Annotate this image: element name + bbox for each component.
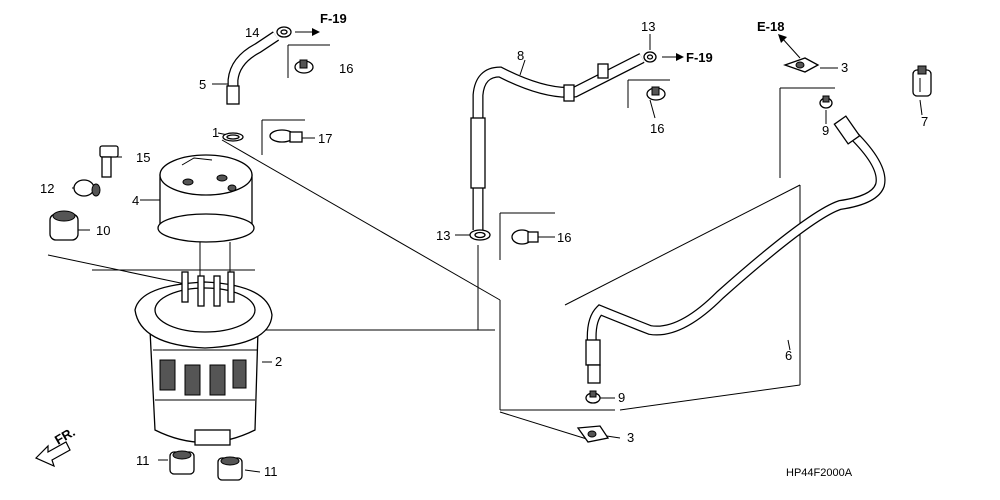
label-part-16-c: 16 xyxy=(557,230,571,245)
label-part-4: 4 xyxy=(132,193,139,208)
grommet-7 xyxy=(912,65,932,97)
label-part-6: 6 xyxy=(785,348,792,363)
label-part-14: 14 xyxy=(245,25,259,40)
o-ring-13-b xyxy=(469,229,491,241)
front-direction-arrow xyxy=(34,441,71,468)
label-part-16-a: 16 xyxy=(339,61,353,76)
hose-clip-13-a xyxy=(643,51,657,63)
label-part-10: 10 xyxy=(96,223,110,238)
part-labels: 1 2 3 3 4 5 6 7 8 9 9 10 11 11 12 13 13 … xyxy=(40,19,928,479)
label-part-15: 15 xyxy=(136,150,150,165)
tube-clip-16-c xyxy=(511,229,539,245)
fuel-filter-cover-4 xyxy=(157,154,255,285)
diagram-code: HP44F2000A xyxy=(786,467,853,479)
label-part-13-a: 13 xyxy=(641,19,655,34)
arrow-to-f19-b xyxy=(662,53,684,61)
tube-clip-16-b xyxy=(646,86,666,101)
fuel-hose-8 xyxy=(470,53,645,230)
collar-12 xyxy=(73,179,101,197)
fuel-hose-5 xyxy=(226,31,280,105)
hose-clamp-17 xyxy=(269,129,303,143)
tube-clip-16-a xyxy=(294,59,314,74)
label-part-13-b: 13 xyxy=(436,228,450,243)
label-part-9-b: 9 xyxy=(618,390,625,405)
arrow-to-e18 xyxy=(778,34,801,59)
ref-f19-b: F-19 xyxy=(686,50,713,65)
label-part-2: 2 xyxy=(275,354,282,369)
bolt-15 xyxy=(99,145,119,178)
label-part-11-b: 11 xyxy=(264,464,278,479)
label-part-3-b: 3 xyxy=(627,430,634,445)
fuel-filter-2 xyxy=(134,271,273,446)
label-part-3-a: 3 xyxy=(841,60,848,75)
label-part-12: 12 xyxy=(40,181,54,196)
label-part-17: 17 xyxy=(318,131,332,146)
mount-rubber-11-a xyxy=(169,450,195,475)
pipe-clip-3-b xyxy=(576,425,610,443)
fuel-pipe-6 xyxy=(585,115,886,384)
clip-9-a xyxy=(819,95,833,109)
o-ring-1 xyxy=(222,132,244,142)
label-part-11-a: 11 xyxy=(136,453,150,468)
label-part-8: 8 xyxy=(517,48,524,63)
label-part-5: 5 xyxy=(199,77,206,92)
clip-9-b xyxy=(585,390,601,404)
label-part-9-a: 9 xyxy=(822,123,829,138)
arrow-to-f19-a xyxy=(295,28,320,36)
hose-clip-14 xyxy=(276,26,292,38)
label-part-7: 7 xyxy=(921,114,928,129)
front-label: FR. xyxy=(52,424,78,447)
ref-e18: E-18 xyxy=(757,19,784,34)
mount-rubber-11-b xyxy=(217,456,243,481)
pipe-clip-3-a xyxy=(783,57,820,73)
mounting-rubber-10 xyxy=(49,210,79,241)
ref-f19-a: F-19 xyxy=(320,11,347,26)
label-part-1: 1 xyxy=(212,125,219,140)
label-part-16-b: 16 xyxy=(650,121,664,136)
